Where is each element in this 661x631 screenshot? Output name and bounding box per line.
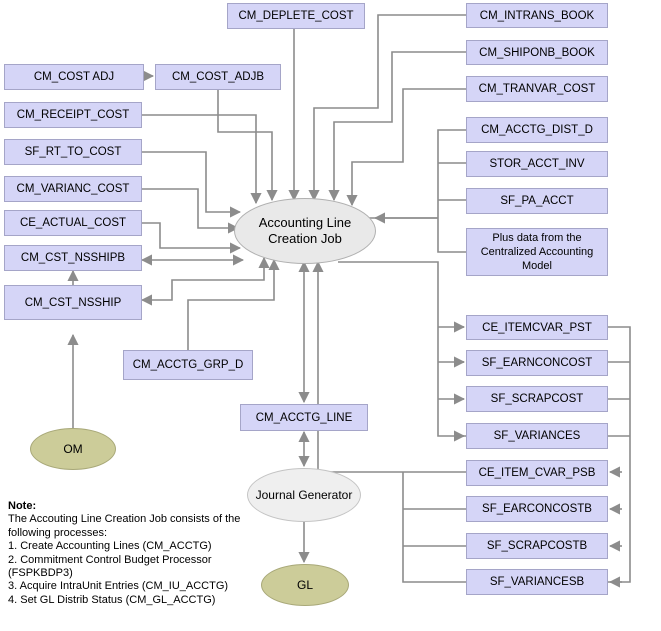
connector-tranvar	[346, 88, 466, 207]
node-cm-cst-nsshipb: CM_CST_NSSHIPB	[4, 245, 142, 271]
node-sf-pa-acct: SF_PA_ACCT	[466, 188, 608, 214]
journal-generator-label: Journal Generator	[255, 488, 353, 502]
node-cm-intrans-book: CM_INTRANS_BOOK	[466, 3, 608, 28]
node-cm-receipt-cost: CM_RECEIPT_COST	[4, 102, 142, 128]
node-sf-earconcostb: SF_EARCONCOSTB	[466, 496, 608, 522]
node-journal-generator: Journal Generator	[247, 468, 361, 522]
node-cm-deplete-cost: CM_DEPLETE_COST	[227, 3, 365, 29]
note-step-1: 1. Create Accounting Lines (CM_ACCTG)	[8, 540, 212, 553]
connector-rt-to-cost	[142, 151, 242, 218]
note-title: Note:	[8, 500, 37, 512]
node-cm-acctg-grp-d: CM_ACCTG_GRP_D	[123, 350, 253, 380]
connector-b-return	[318, 262, 466, 583]
om-label: OM	[63, 442, 83, 456]
connector-right-group	[368, 129, 466, 253]
node-om: OM	[30, 428, 116, 470]
node-stor-acct-inv: STOR_ACCT_INV	[466, 151, 608, 177]
node-accounting-line-creation-job: Accounting Line Creation Job	[234, 198, 376, 264]
connector-outputs	[338, 261, 466, 437]
note-step-2: 2. Commitment Control Budget Processor (…	[8, 553, 212, 580]
gl-label: GL	[296, 578, 313, 592]
node-ce-itemcvar-pst: CE_ITEMCVAR_PST	[466, 315, 608, 340]
node-ce-item-cvar-psb: CE_ITEM_CVAR_PSB	[466, 460, 608, 486]
node-cm-cost-adj: CM_COST ADJ	[4, 64, 144, 90]
node-cm-tranvar-cost: CM_TRANVAR_COST	[466, 76, 608, 102]
connector-grp	[187, 258, 280, 352]
node-sf-scrapcostb: SF_SCRAPCOSTB	[466, 533, 608, 559]
connector-varianc	[142, 188, 240, 234]
connector-actual	[142, 222, 242, 254]
node-sf-scrapcost: SF_SCRAPCOST	[466, 386, 608, 412]
connector-intrans	[308, 14, 466, 202]
node-sf-variances: SF_VARIANCES	[466, 423, 608, 449]
node-ce-actual-cost: CE_ACTUAL_COST	[4, 210, 142, 236]
node-cm-cost-adjb: CM_COST_ADJB	[155, 64, 281, 90]
node-cm-shiponb-book: CM_SHIPONB_BOOK	[466, 40, 608, 65]
node-cm-acctg-line: CM_ACCTG_LINE	[240, 404, 368, 431]
connector-shiponb	[328, 51, 466, 202]
node-gl: GL	[261, 564, 349, 606]
note-step-4: 4. Set GL Distrib Status (CM_GL_ACCTG)	[8, 593, 216, 606]
node-sf-earnconcost: SF_EARNCONCOST	[466, 350, 608, 376]
node-cm-cst-nsship: CM_CST_NSSHIP	[4, 285, 142, 320]
node-sf-variancesb: SF_VARIANCESB	[466, 569, 608, 595]
connector-feedback	[608, 326, 631, 583]
connector-nsship	[140, 256, 270, 306]
connector-receipt	[142, 114, 262, 205]
node-sf-rt-to-cost: SF_RT_TO_COST	[4, 139, 142, 165]
process-note: Note: The Accouting Line Creation Job co…	[8, 500, 263, 607]
job-label: Accounting Line Creation Job	[258, 215, 352, 246]
node-centralized-accounting: Plus data from the Centralized Accountin…	[466, 228, 608, 276]
note-intro: The Accouting Line Creation Job consists…	[8, 513, 241, 539]
node-cm-acctg-dist-d: CM_ACCTG_DIST_D	[466, 117, 608, 143]
node-cm-varianc-cost: CM_VARIANC_COST	[4, 176, 142, 202]
note-step-3: 3. Acquire IntraUnit Entries (CM_IU_ACCT…	[8, 580, 229, 593]
connector-costadjb	[217, 90, 278, 202]
